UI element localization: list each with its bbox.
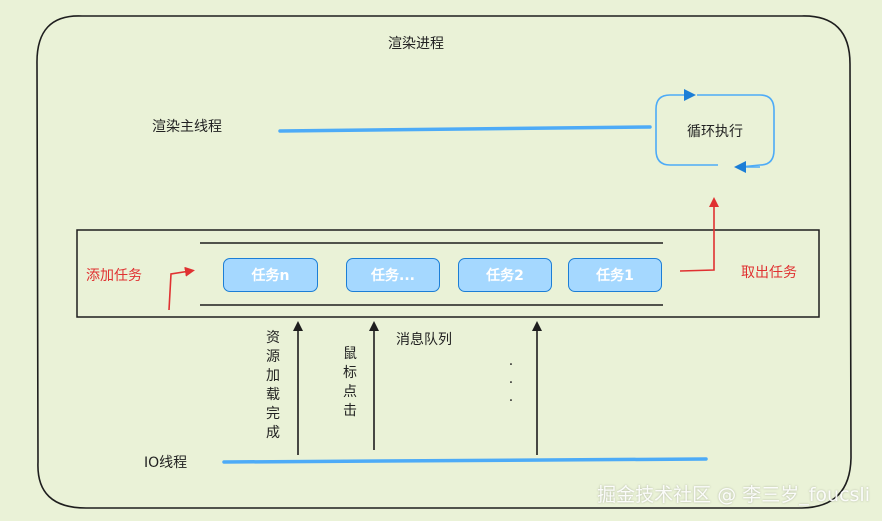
- io-thread-line: [222, 457, 708, 464]
- take-task-arrow: [679, 197, 719, 272]
- mouse-click-label: 鼠标点击: [343, 346, 357, 419]
- task-box-2: 任务2: [458, 258, 552, 292]
- render-process-box: [36, 15, 852, 509]
- resource-loaded-label: 资源加载完成: [266, 330, 280, 441]
- loop-box-left: [655, 89, 718, 166]
- add-task-label: 添加任务: [86, 268, 142, 284]
- main-thread-line: [278, 125, 652, 133]
- render-process-title: 渲染进程: [388, 36, 444, 52]
- loop-box: [697, 94, 775, 168]
- task-box-ellipsis: 任务...: [346, 258, 440, 292]
- message-queue-box: [76, 229, 820, 318]
- main-thread-label: 渲染主线程: [152, 119, 222, 135]
- take-task-label: 取出任务: [741, 265, 797, 281]
- more-sources-ellipsis: . . .: [508, 353, 514, 405]
- message-queue-label: 消息队列: [396, 332, 452, 348]
- task-box-1: 任务1: [568, 258, 662, 292]
- watermark: 掘金技术社区 @ 李三岁_foucsli: [597, 484, 870, 506]
- add-task-arrow: [168, 266, 195, 311]
- task-box-n: 任务n: [223, 258, 318, 292]
- io-thread-label: IO线程: [144, 455, 188, 471]
- loop-label: 循环执行: [687, 124, 743, 140]
